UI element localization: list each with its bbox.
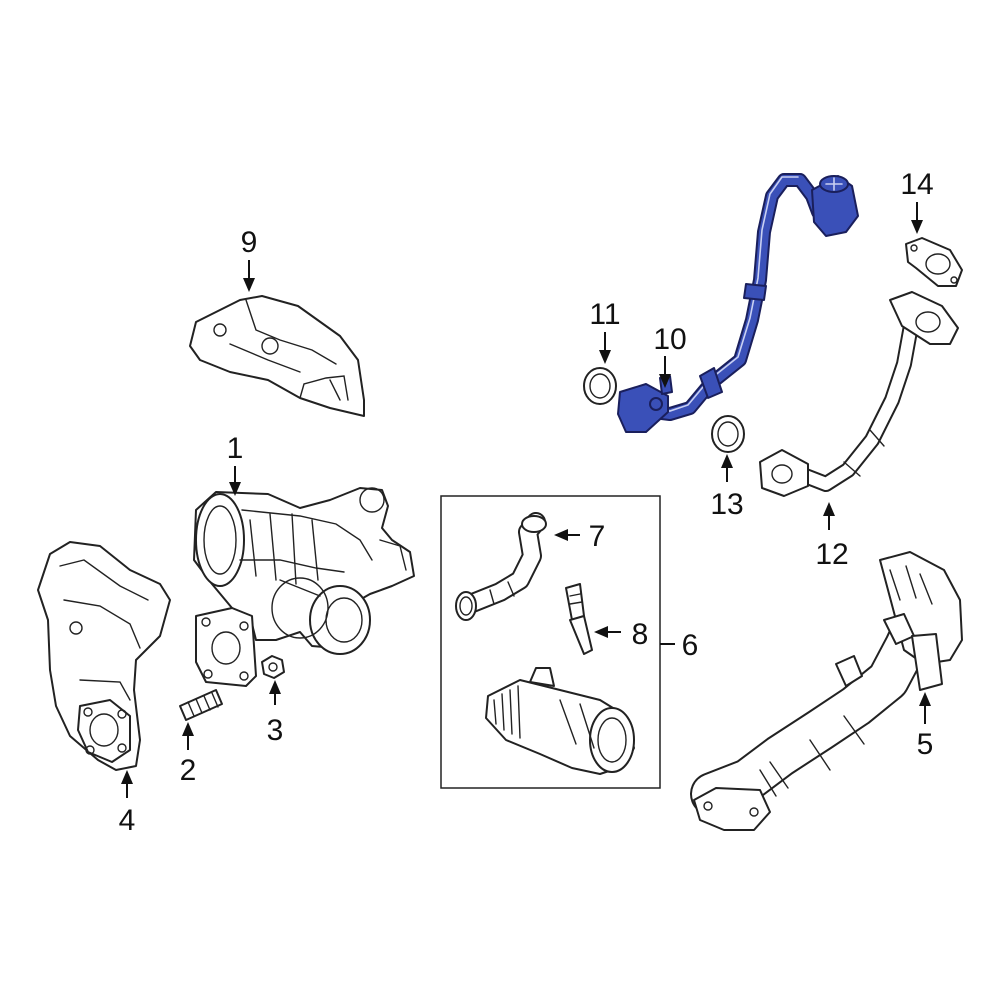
part-charge-pipe (690, 551, 963, 831)
part-oil-return-pipe (759, 291, 959, 497)
callouts: 9 1 3 2 4 11 10 13 14 12 5 7 8 6 (119, 168, 934, 837)
callout-10: 10 (653, 323, 686, 356)
callout-11: 11 (589, 298, 620, 331)
callout-14: 14 (900, 168, 933, 201)
part-nut (261, 655, 285, 679)
callout-3: 3 (267, 714, 284, 747)
part-oil-feed-line (617, 173, 859, 433)
part-gasket (905, 237, 963, 287)
callout-13: 13 (710, 488, 743, 521)
part-o-ring-13 (711, 415, 745, 453)
callout-8: 8 (632, 618, 649, 651)
callout-2: 2 (180, 754, 197, 787)
callout-9: 9 (241, 226, 258, 259)
part-intake-hose (455, 512, 547, 621)
part-stud (179, 689, 223, 721)
callout-7: 7 (589, 520, 606, 553)
part-intake-duct (485, 667, 635, 775)
group-box-6 (440, 495, 661, 789)
part-turbocharger (193, 487, 415, 687)
part-heat-shield-upper (189, 295, 365, 417)
part-o-ring-11 (583, 367, 617, 405)
callout-12: 12 (815, 538, 848, 571)
part-heat-shield-lower (37, 541, 171, 771)
callout-6: 6 (682, 629, 699, 662)
callout-4: 4 (119, 804, 136, 837)
callout-1: 1 (227, 432, 244, 465)
leader-lines (121, 202, 931, 798)
callout-5: 5 (917, 728, 934, 761)
part-sensor (565, 583, 593, 655)
